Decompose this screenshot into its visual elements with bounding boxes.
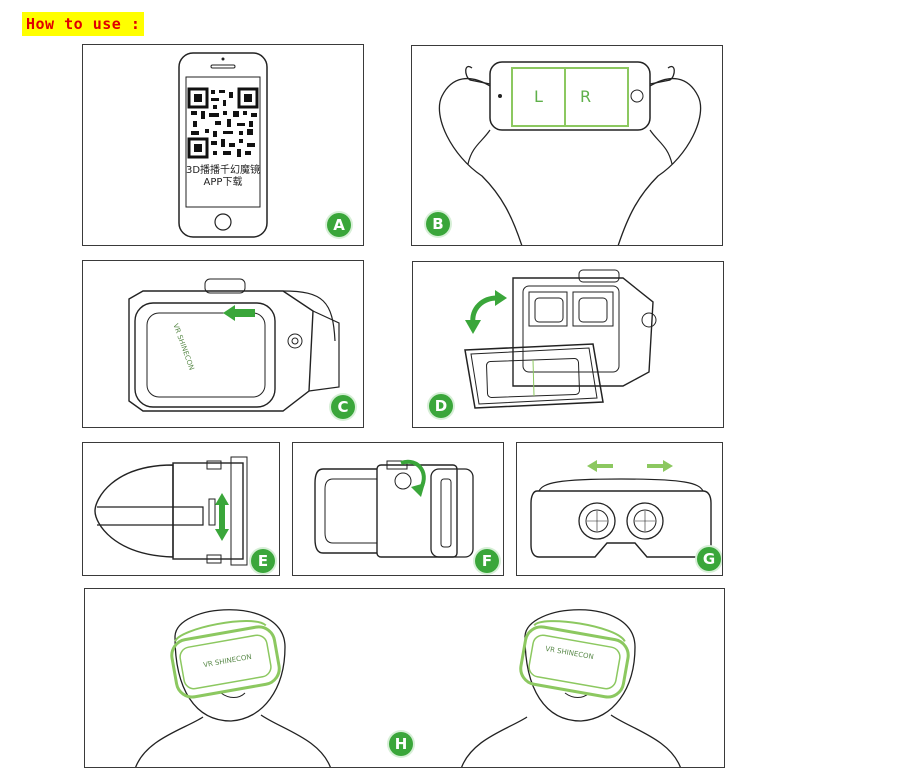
panel-g-adjust-lens-distance: G — [516, 442, 723, 576]
headset-side-illustration — [314, 459, 474, 558]
panel-e-adjust-strap: E — [82, 442, 280, 576]
step-badge-f: F — [475, 549, 499, 573]
left-eye-label: L — [534, 87, 543, 106]
how-to-use-title: How to use : — [22, 12, 145, 36]
headset-front-illustration — [128, 278, 340, 412]
step-badge-b: B — [426, 212, 450, 236]
headset-lens-illustration — [530, 460, 712, 558]
vertical-arrow-icon — [215, 493, 229, 541]
step-badge-a: A — [327, 213, 351, 237]
panel-h-wear-headset: VR SHINECON VR SHINECON H — [84, 588, 725, 768]
left-arrow-icon — [587, 460, 613, 472]
step-badge-e: E — [251, 549, 275, 573]
right-eye-label: R — [580, 87, 592, 106]
qr-caption-line2: APP下载 — [203, 177, 243, 188]
panel-f-adjust-focus: F — [292, 442, 504, 576]
headset-top-illustration — [94, 456, 248, 566]
heads-wearing-illustration — [135, 609, 681, 767]
qr-caption-line1: 3D播播千幻魔镜 — [185, 165, 261, 176]
step-badge-d: D — [429, 394, 453, 418]
step-badge-g: G — [697, 547, 721, 571]
step-badge-h: H — [389, 732, 413, 756]
right-arrow-icon — [647, 460, 673, 472]
phone-illustration — [178, 52, 268, 238]
panel-d-insert-phone: D — [412, 261, 724, 428]
panel-b-split-screen: L R B — [411, 45, 723, 246]
hands-phone-illustration — [438, 61, 702, 245]
left-arrow-icon — [223, 305, 255, 321]
headset-open-illustration — [464, 269, 657, 409]
qr-code — [187, 87, 259, 159]
panel-c-open-cover: VR SHINECON C — [82, 260, 364, 428]
panel-a-download-app: 3D播播千幻魔镜 APP下载 A — [82, 44, 364, 246]
step-badge-c: C — [331, 395, 355, 419]
